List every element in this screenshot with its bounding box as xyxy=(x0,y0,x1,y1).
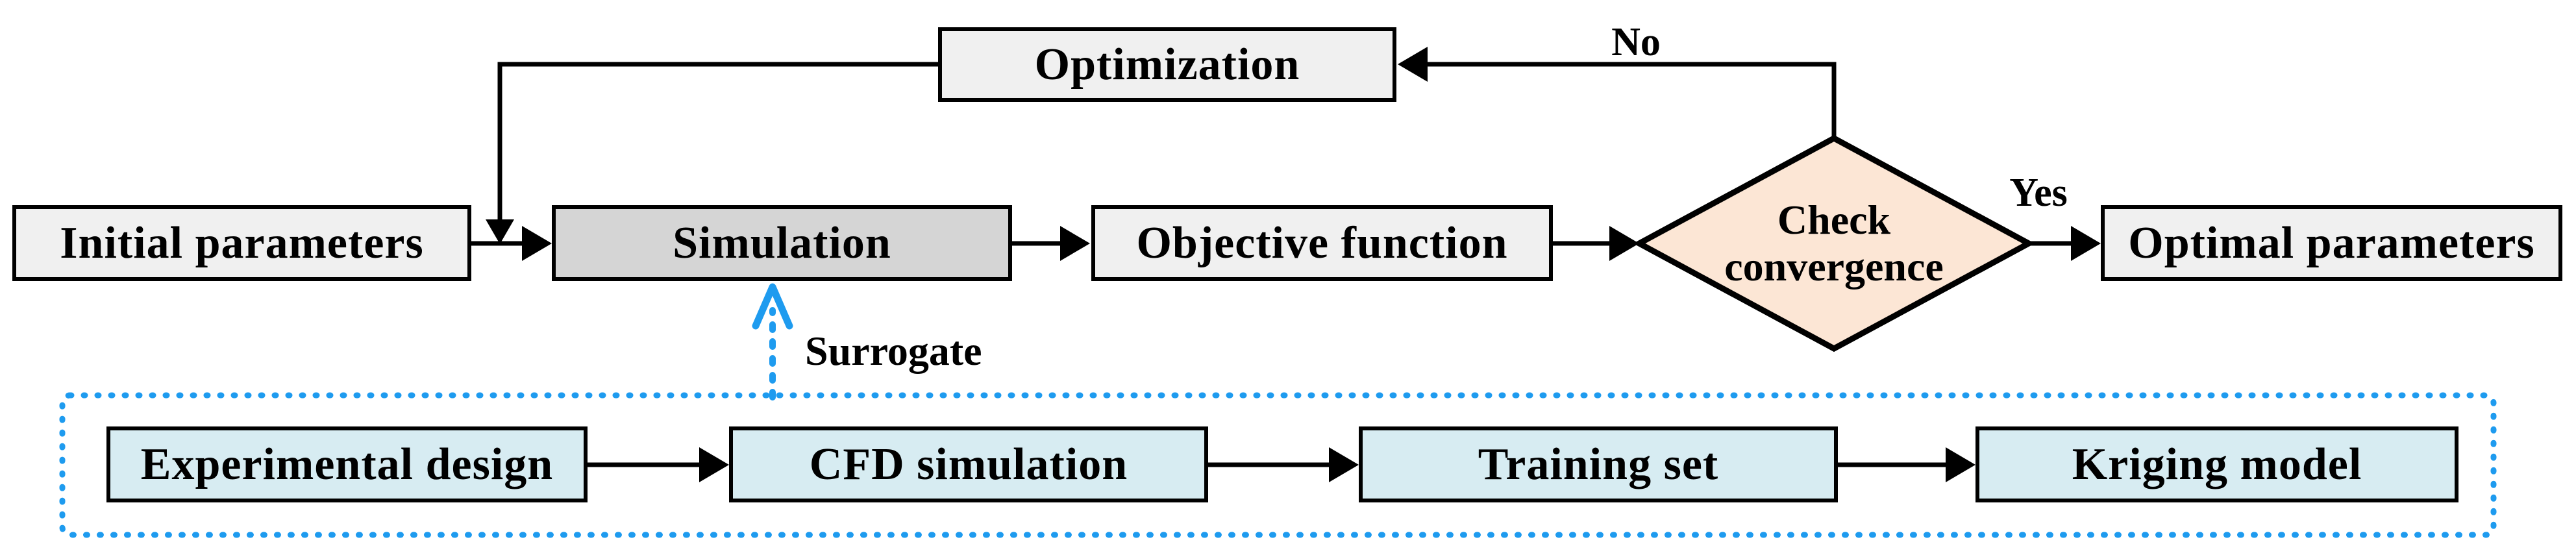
edge-label-no: No xyxy=(1611,20,1661,64)
node-optimization-label: Optimization xyxy=(1034,39,1300,90)
node-initial-parameters-label: Initial parameters xyxy=(60,217,424,268)
node-optimal-parameters-label: Optimal parameters xyxy=(2128,217,2535,268)
arrow-experimental-to-cfd xyxy=(586,447,729,482)
node-kriging-model-label: Kriging model xyxy=(2072,439,2362,489)
node-experimental-design-label: Experimental design xyxy=(140,439,554,489)
arrow-convergence-to-optimization xyxy=(1398,47,1837,140)
node-optimal-parameters: Optimal parameters xyxy=(2101,205,2562,281)
node-initial-parameters: Initial parameters xyxy=(12,205,471,281)
node-training-set: Training set xyxy=(1359,426,1838,502)
edge-label-surrogate: Surrogate xyxy=(805,328,982,374)
arrow-initial-to-simulation xyxy=(470,226,552,261)
node-objective-function: Objective function xyxy=(1091,205,1553,281)
node-simulation-label: Simulation xyxy=(673,217,891,268)
node-cfd-simulation-label: CFD simulation xyxy=(809,439,1128,489)
arrow-objective-to-convergence xyxy=(1552,226,1639,261)
arrow-optimization-to-simulation xyxy=(486,62,940,244)
node-objective-function-label: Objective function xyxy=(1136,217,1508,268)
node-simulation: Simulation xyxy=(552,205,1012,281)
node-optimization: Optimization xyxy=(938,27,1396,102)
check-convergence-diamond xyxy=(1633,134,2035,352)
arrow-training-to-kriging xyxy=(1837,447,1975,482)
node-cfd-simulation: CFD simulation xyxy=(729,426,1208,502)
node-kriging-model: Kriging model xyxy=(1975,426,2458,502)
arrow-convergence-to-optimal xyxy=(2027,226,2101,261)
node-training-set-label: Training set xyxy=(1478,439,1719,489)
edge-label-yes: Yes xyxy=(2009,171,2068,215)
node-experimental-design: Experimental design xyxy=(106,426,588,502)
arrow-simulation-to-objective xyxy=(1011,226,1090,261)
arrow-cfd-to-training xyxy=(1207,447,1359,482)
node-check-convergence-label: Check convergence xyxy=(1724,197,1944,290)
surrogate-arrow xyxy=(752,283,793,401)
